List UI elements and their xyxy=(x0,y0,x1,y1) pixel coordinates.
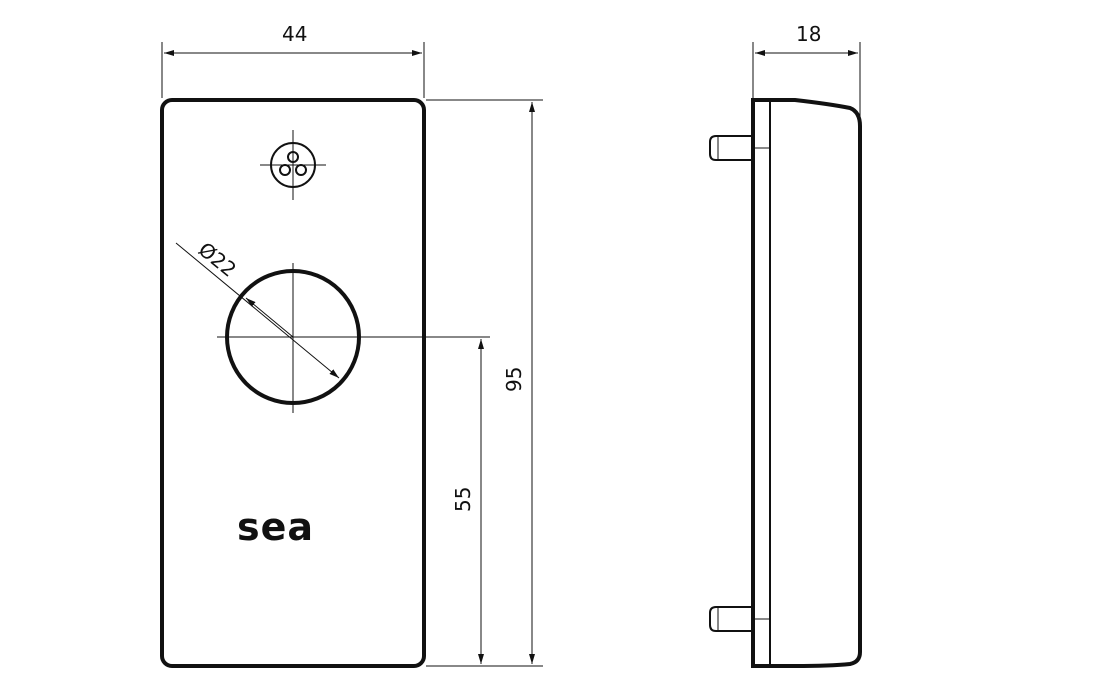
height-label: 95 xyxy=(502,367,526,392)
side-view: 18 xyxy=(709,22,862,668)
front-plate-outline xyxy=(160,98,426,668)
side-profile-outline xyxy=(751,98,862,668)
diameter-dimension: Ø22 xyxy=(175,237,340,379)
depth-dimension: 18 xyxy=(752,22,861,124)
hole-center-label: 55 xyxy=(451,487,475,512)
bottom-pin xyxy=(709,606,770,632)
width-dimension: 44 xyxy=(161,22,425,98)
connector-symbol xyxy=(260,130,326,200)
height-dimension: 95 xyxy=(426,99,543,667)
hole-center-dimension: 55 xyxy=(451,339,484,664)
brand-logo: sea xyxy=(237,505,314,549)
top-pin xyxy=(709,135,770,161)
depth-label: 18 xyxy=(796,22,821,46)
hole-circle xyxy=(217,263,490,413)
front-view: Ø22 sea 44 95 55 xyxy=(160,22,543,668)
width-label: 44 xyxy=(282,22,307,46)
diameter-label: Ø22 xyxy=(194,237,241,282)
